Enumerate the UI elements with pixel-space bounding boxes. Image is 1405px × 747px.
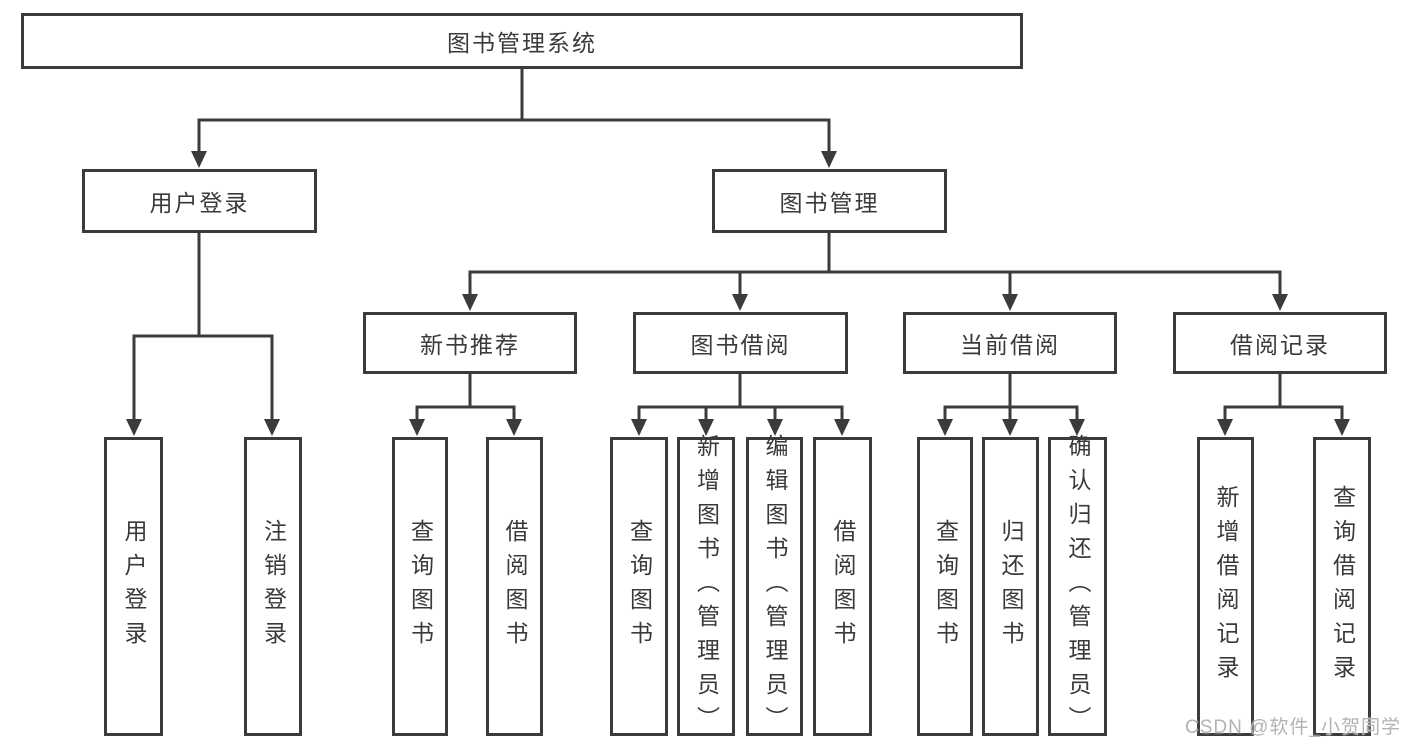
arrowheads (126, 151, 1350, 436)
leaf-edit-book-admin-label: 编辑图书（管理员） (762, 433, 788, 740)
leaf-query-borrow-record-label: 查询借阅记录 (1329, 484, 1356, 689)
csdn-watermark: CSDN @软件_小贺同学 (1185, 717, 1401, 738)
leaf-user-login-label: 用户登录 (121, 518, 147, 655)
node-book-management: 图书管理 (712, 169, 947, 233)
leaf-newbook-borrow-label: 借阅图书 (502, 518, 528, 655)
leaf-confirm-return-admin-label: 确认归还（管理员） (1065, 433, 1091, 740)
node-current-borrow-label: 当前借阅 (960, 332, 1060, 358)
leaf-return-book-label: 归还图书 (998, 518, 1024, 655)
node-root-label: 图书管理系统 (447, 30, 597, 56)
node-borrow-record: 借阅记录 (1173, 312, 1387, 374)
leaf-current-query: 查询图书 (917, 437, 973, 736)
leaf-newbook-query: 查询图书 (392, 437, 448, 736)
leaf-edit-book-admin: 编辑图书（管理员） (746, 434, 803, 740)
leaf-logout: 注销登录 (244, 437, 302, 736)
node-user-login-label: 用户登录 (149, 190, 250, 216)
leaf-add-borrow-record: 新增借阅记录 (1197, 437, 1254, 736)
leaf-borrow-query: 查询图书 (610, 437, 668, 736)
leaf-borrow-book: 借阅图书 (813, 437, 872, 736)
node-book-management-label: 图书管理 (779, 190, 880, 216)
leaf-add-borrow-record-label: 新增借阅记录 (1213, 484, 1239, 689)
leaf-current-query-label: 查询图书 (932, 518, 959, 655)
leaf-borrow-query-label: 查询图书 (626, 518, 653, 655)
node-new-book-recommend-label: 新书推荐 (420, 332, 520, 358)
node-new-book-recommend: 新书推荐 (363, 312, 577, 374)
leaf-newbook-query-label: 查询图书 (407, 518, 434, 655)
leaf-borrow-book-label: 借阅图书 (830, 518, 856, 655)
node-current-borrow: 当前借阅 (903, 312, 1117, 374)
leaf-add-book-admin: 新增图书（管理员） (677, 434, 735, 740)
leaf-add-book-admin-label: 新增图书（管理员） (693, 433, 720, 740)
node-borrow-record-label: 借阅记录 (1230, 332, 1330, 358)
leaf-user-login: 用户登录 (104, 437, 163, 736)
leaf-newbook-borrow: 借阅图书 (486, 437, 543, 736)
leaf-query-borrow-record: 查询借阅记录 (1313, 437, 1371, 736)
leaf-confirm-return-admin: 确认归还（管理员） (1048, 434, 1107, 740)
node-user-login: 用户登录 (82, 169, 317, 233)
leaf-logout-label: 注销登录 (260, 518, 287, 655)
node-root: 图书管理系统 (21, 13, 1023, 69)
leaf-return-book: 归还图书 (982, 437, 1039, 736)
node-book-borrow: 图书借阅 (633, 312, 848, 374)
node-book-borrow-label: 图书借阅 (690, 332, 791, 358)
